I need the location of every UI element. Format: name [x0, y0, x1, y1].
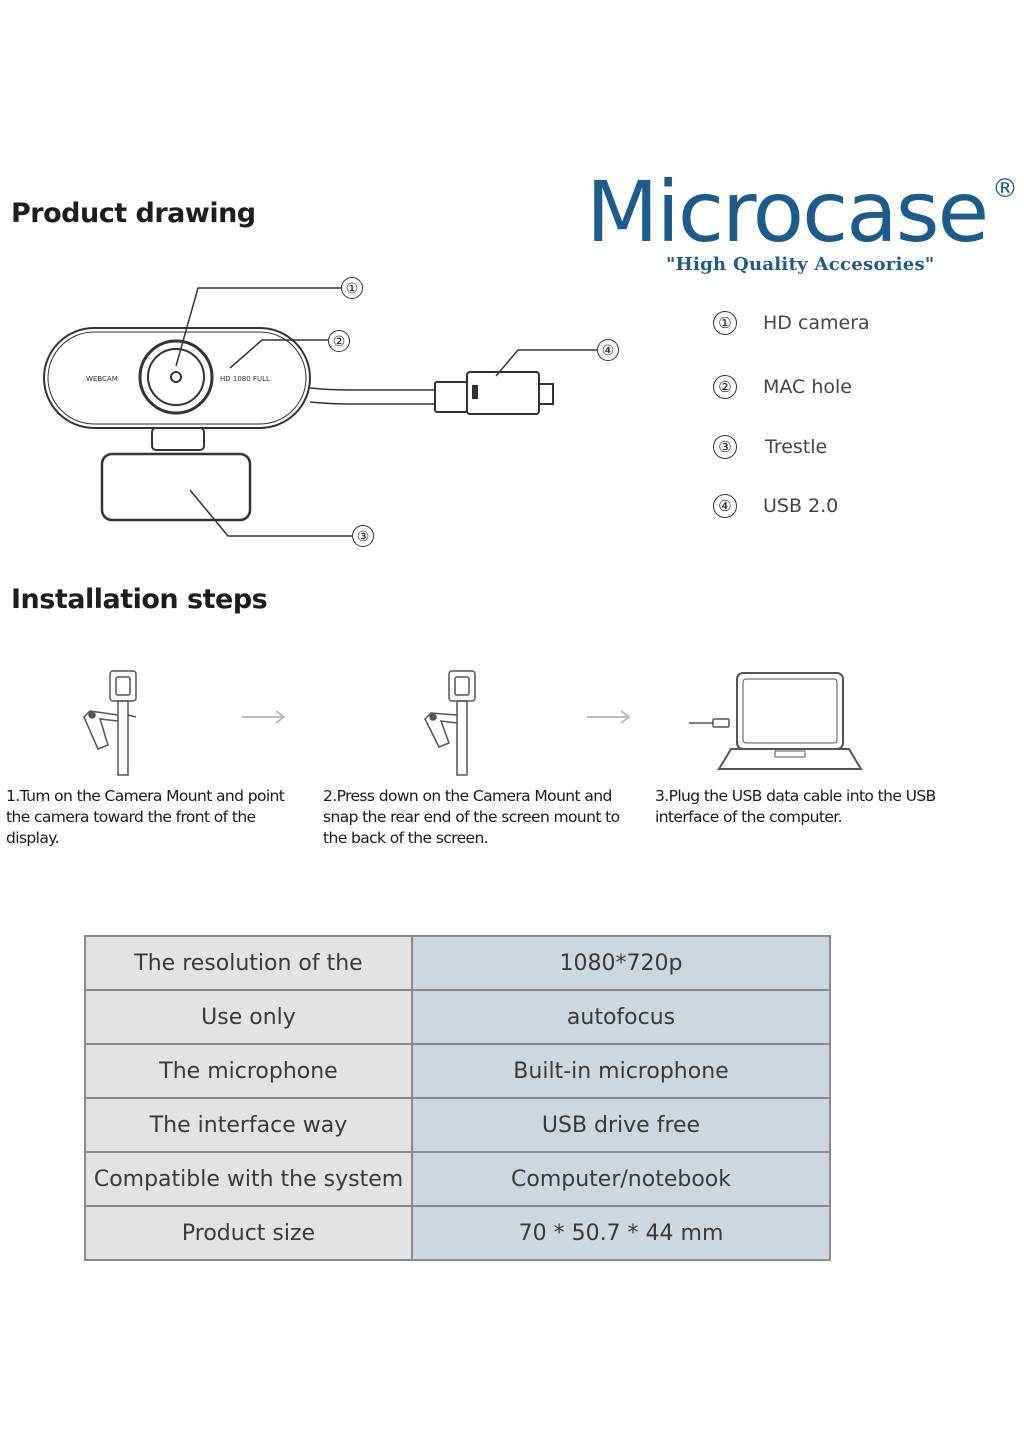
table-row: Compatible with the system Computer/note… [84, 1151, 831, 1207]
brand-logo: Microcase ® "High Quality Accesories" [586, 170, 1024, 280]
step-1-text: 1.Tum on the Camera Mount and point the … [6, 787, 285, 847]
registered-mark: ® [992, 174, 1018, 204]
table-row: The interface way USB drive free [84, 1097, 831, 1153]
callout-3: ③ [352, 525, 374, 547]
webcam-drawing: WEBCAM HD 1080 FULL [43, 287, 597, 537]
spec-key: The microphone [84, 1043, 413, 1099]
table-row: Use only autofocus [84, 989, 831, 1045]
spec-key: The resolution of the [84, 935, 413, 991]
legend-number: ② [713, 375, 737, 399]
product-drawing-title: Product drawing [11, 198, 256, 229]
spec-key: Product size [84, 1205, 413, 1261]
camera-lens [138, 339, 214, 415]
step-1-illustration [83, 670, 286, 776]
legend-number: ③ [713, 435, 737, 459]
spec-value: USB drive free [411, 1097, 831, 1153]
legend-item: ④ USB 2.0 [713, 491, 870, 521]
legend-number: ④ [713, 494, 737, 518]
product-legend: ① HD camera ② MAC hole ③ Trestle ④ USB 2… [713, 308, 870, 521]
legend-item: ③ Trestle [713, 432, 870, 462]
spec-key: The interface way [84, 1097, 413, 1153]
camera-neck [151, 427, 205, 451]
camera-text-right: HD 1080 FULL [220, 375, 270, 383]
step-2-text: 2.Press down on the Camera Mount and sna… [323, 787, 620, 847]
brand-tagline: "High Quality Accesories" [666, 254, 935, 275]
legend-number: ① [713, 311, 737, 335]
step-2-illustration [424, 670, 631, 776]
spec-value: autofocus [411, 989, 831, 1045]
table-row: The microphone Built-in microphone [84, 1043, 831, 1099]
spec-table: The resolution of the 1080*720p Use only… [84, 935, 831, 1261]
spec-value: 1080*720p [411, 935, 831, 991]
callout-1: ① [341, 277, 363, 299]
legend-item: ① HD camera [713, 308, 870, 338]
legend-label: Trestle [765, 436, 828, 458]
legend-label: USB 2.0 [763, 495, 839, 517]
spec-value: Computer/notebook [411, 1151, 831, 1207]
table-row: The resolution of the 1080*720p [84, 935, 831, 991]
callout-4: ④ [597, 339, 619, 361]
step-3-illustration [689, 672, 863, 770]
spec-value: 70 * 50.7 * 44 mm [411, 1205, 831, 1261]
spec-key: Use only [84, 989, 413, 1045]
usb-cable [309, 387, 435, 391]
spec-value: Built-in microphone [411, 1043, 831, 1099]
installation-steps-title: Installation steps [11, 584, 268, 615]
spec-key: Compatible with the system [84, 1151, 413, 1207]
legend-label: MAC hole [763, 376, 852, 398]
step-3-text: 3.Plug the USB data cable into the USB i… [655, 787, 936, 826]
callout-2: ② [328, 330, 350, 352]
legend-item: ② MAC hole [713, 372, 870, 402]
table-row: Product size 70 * 50.7 * 44 mm [84, 1205, 831, 1261]
legend-label: HD camera [763, 312, 870, 334]
brand-name: Microcase [586, 163, 989, 261]
trestle [100, 452, 252, 522]
camera-text-left: WEBCAM [86, 375, 118, 383]
